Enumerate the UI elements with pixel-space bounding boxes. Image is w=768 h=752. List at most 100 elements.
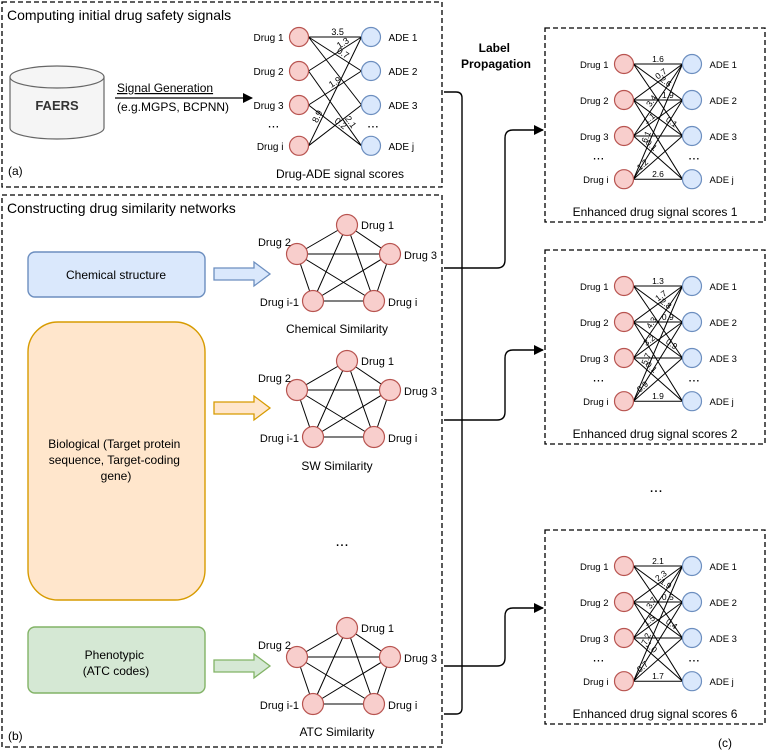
ade-label: ADE j [710,175,734,186]
ade-label: ADE 2 [710,318,737,329]
propagation-arrow-1 [462,125,544,269]
output-frame-1 [544,27,766,223]
propagation-arrow-6 [462,603,544,667]
drug-node [288,60,310,82]
drug-node [613,89,635,111]
signal-edge [308,36,362,72]
ade-node [360,135,382,156]
drug-label: Drug 2 [580,598,609,609]
drug-node [613,555,635,577]
drug-label: Drug i [583,677,608,688]
ade-label: ADE 1 [710,562,737,573]
signal-generation-label: Signal Generation [117,81,213,95]
drug-node [613,169,635,190]
drug-label: Drug 1 [580,562,609,573]
edge-score-label: 4.3 [644,315,659,331]
ade-node [360,26,382,48]
label-propagation-title: Label Propagation [461,41,531,71]
ade-node [681,53,703,75]
edge-score-label: 1.5 [641,613,657,628]
ade-label: ADE 3 [710,354,737,365]
drug-label: Drug 2 [253,67,283,78]
ade-label: ADE 1 [710,60,737,71]
signal-edge [633,135,683,180]
signal-edge [308,70,362,147]
edge-score-label: 3.5 [331,27,344,37]
ade-ellipsis: ... [688,147,700,163]
drug-label: Drug 2 [580,96,609,107]
panel-a-title: Computing initial drug safety signals [7,7,231,23]
similarity-edge [296,656,375,705]
ade-label: ADE 1 [389,33,418,44]
drug-node [613,627,635,649]
ade-node [681,169,703,190]
panel-c-letter: (c) [718,736,732,750]
drug-node [613,671,635,692]
similarity-edge [296,253,375,302]
ade-node [681,311,703,333]
drug-ellipsis: ... [593,649,605,665]
ade-label: ADE 1 [710,282,737,293]
edge-score-label: 3.4 [644,93,659,109]
edge-score-label: 1.9 [652,391,664,401]
drug-ellipsis: ... [268,114,280,130]
panel-b-title: Constructing drug similarity networks [7,200,236,216]
signal-edge [633,99,683,180]
phenotypic-label: Phenotypic (ATC codes) [83,648,149,678]
network-node-label: Drug 1 [361,356,394,368]
similarity-edge [296,389,375,438]
ade-label: ADE j [710,397,734,408]
initial-signal-caption: Drug-ADE signal scores [276,167,404,181]
drug-label: Drug i [583,175,608,186]
edge-score-label: 8.9 [310,109,324,125]
similarity-edge [346,627,375,705]
signal-edge [633,63,683,180]
signal-edge [633,601,683,682]
drug-node [613,391,635,412]
networks-ellipsis: ... [335,533,348,550]
signal-edge [308,104,362,147]
signal-methods-label: (e.g.MGPS, BCPNN) [117,100,229,114]
output-frame-6 [544,529,766,725]
network-drug-node [301,425,325,449]
signal-edge [633,285,683,359]
signal-edge [633,285,683,402]
ade-node [360,60,382,82]
edge-score-label: 1.1 [641,111,657,126]
signal-edge [633,565,683,639]
similarity-edge [312,627,348,705]
network-node-label: Drug i [388,297,417,309]
signal-edge [308,36,362,147]
network-node-label: Drug 2 [258,373,291,385]
network-node-label: Drug 1 [361,623,394,635]
edge-score-label: 1.9 [662,90,674,100]
network-drug-node [378,645,402,669]
network-drug-node [285,378,309,402]
ade-ellipsis: ... [688,649,700,665]
network-node-label: Drug i [388,700,417,712]
edge-score-label: 1.3 [652,276,664,286]
signal-edge [633,99,683,137]
network-node-label: Drug 2 [258,237,291,249]
drug-label: Drug 3 [253,101,283,112]
signal-edge [633,321,683,359]
drug-node [613,53,635,75]
network-drug-node [335,213,359,237]
edge-score-label: 1.6 [652,54,664,64]
edge-score-label: 3.2 [641,333,657,348]
network-drug-node [301,289,325,313]
label-propagation-bracket [444,91,463,715]
network-drug-node [285,645,309,669]
ade-node [681,347,703,369]
network-node-label: Drug 3 [404,250,437,262]
signal-edge [633,565,683,603]
similarity-edge [312,389,391,438]
faers-database-icon [9,65,105,140]
network-drug-node [335,349,359,373]
signal-edge [633,63,683,101]
